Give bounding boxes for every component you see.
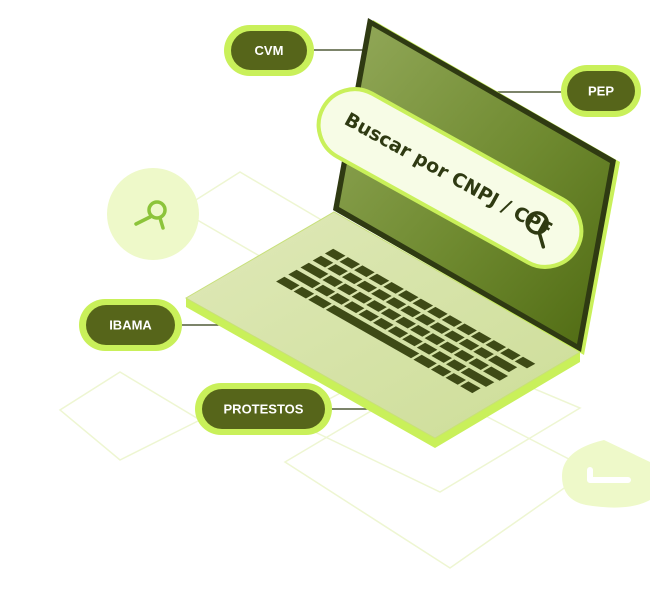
keyboard bbox=[276, 248, 536, 394]
key bbox=[473, 347, 494, 359]
tag-protestos[interactable]: PROTESTOS bbox=[195, 383, 332, 435]
key bbox=[339, 257, 361, 269]
key bbox=[446, 359, 467, 372]
key bbox=[325, 305, 420, 359]
key bbox=[366, 300, 387, 312]
key bbox=[395, 316, 416, 329]
key bbox=[424, 333, 446, 346]
key bbox=[460, 367, 495, 387]
key bbox=[293, 286, 315, 299]
key bbox=[341, 272, 363, 285]
key bbox=[351, 291, 373, 304]
key bbox=[410, 325, 431, 337]
key bbox=[343, 301, 365, 314]
key bbox=[485, 340, 507, 352]
tag-ibama[interactable]: IBAMA bbox=[79, 299, 182, 351]
chat-bubble bbox=[562, 440, 650, 508]
key bbox=[380, 308, 402, 321]
key bbox=[322, 275, 343, 287]
tag-pep[interactable]: PEP bbox=[561, 65, 641, 117]
key bbox=[300, 262, 329, 279]
key bbox=[468, 358, 489, 370]
key bbox=[427, 306, 448, 319]
key bbox=[412, 298, 434, 311]
key bbox=[373, 317, 394, 330]
key bbox=[356, 280, 378, 293]
key bbox=[429, 322, 451, 334]
key bbox=[314, 284, 336, 297]
key bbox=[385, 297, 407, 309]
key bbox=[329, 293, 350, 305]
bg-diamond-1 bbox=[58, 371, 202, 461]
key bbox=[456, 323, 477, 336]
key bbox=[431, 351, 452, 363]
key bbox=[458, 338, 480, 351]
key bbox=[470, 331, 492, 344]
key bbox=[288, 269, 321, 289]
key bbox=[500, 348, 521, 361]
key bbox=[397, 290, 419, 302]
tag-protestos-label: PROTESTOS bbox=[224, 402, 304, 417]
key bbox=[439, 341, 460, 354]
tag-pep-label: PEP bbox=[588, 84, 614, 99]
key bbox=[444, 330, 465, 343]
tag-ibama-label: IBAMA bbox=[109, 318, 152, 333]
key bbox=[441, 315, 463, 327]
key bbox=[416, 342, 438, 355]
key bbox=[368, 273, 390, 286]
tag-cvm[interactable]: CVM bbox=[224, 25, 314, 76]
key bbox=[354, 265, 375, 278]
key bbox=[312, 255, 334, 268]
key bbox=[487, 355, 518, 373]
key bbox=[387, 326, 409, 338]
tag-cvm-label: CVM bbox=[255, 43, 284, 58]
key bbox=[308, 295, 332, 309]
key bbox=[400, 305, 421, 318]
key bbox=[383, 282, 404, 294]
chat-bubble-icon bbox=[587, 467, 631, 483]
key bbox=[327, 264, 348, 276]
key bbox=[483, 366, 508, 381]
search-icon[interactable] bbox=[520, 209, 557, 249]
pin-bubble bbox=[107, 168, 199, 260]
key bbox=[460, 381, 481, 394]
key bbox=[371, 289, 392, 301]
key bbox=[414, 313, 436, 326]
pin-icon bbox=[134, 200, 167, 230]
key bbox=[430, 364, 452, 377]
key bbox=[324, 248, 346, 261]
key bbox=[276, 276, 300, 291]
key bbox=[453, 349, 475, 362]
key bbox=[358, 309, 379, 322]
key bbox=[413, 354, 437, 369]
key bbox=[402, 334, 423, 347]
key bbox=[445, 373, 466, 385]
key bbox=[514, 356, 536, 369]
key bbox=[337, 283, 358, 296]
